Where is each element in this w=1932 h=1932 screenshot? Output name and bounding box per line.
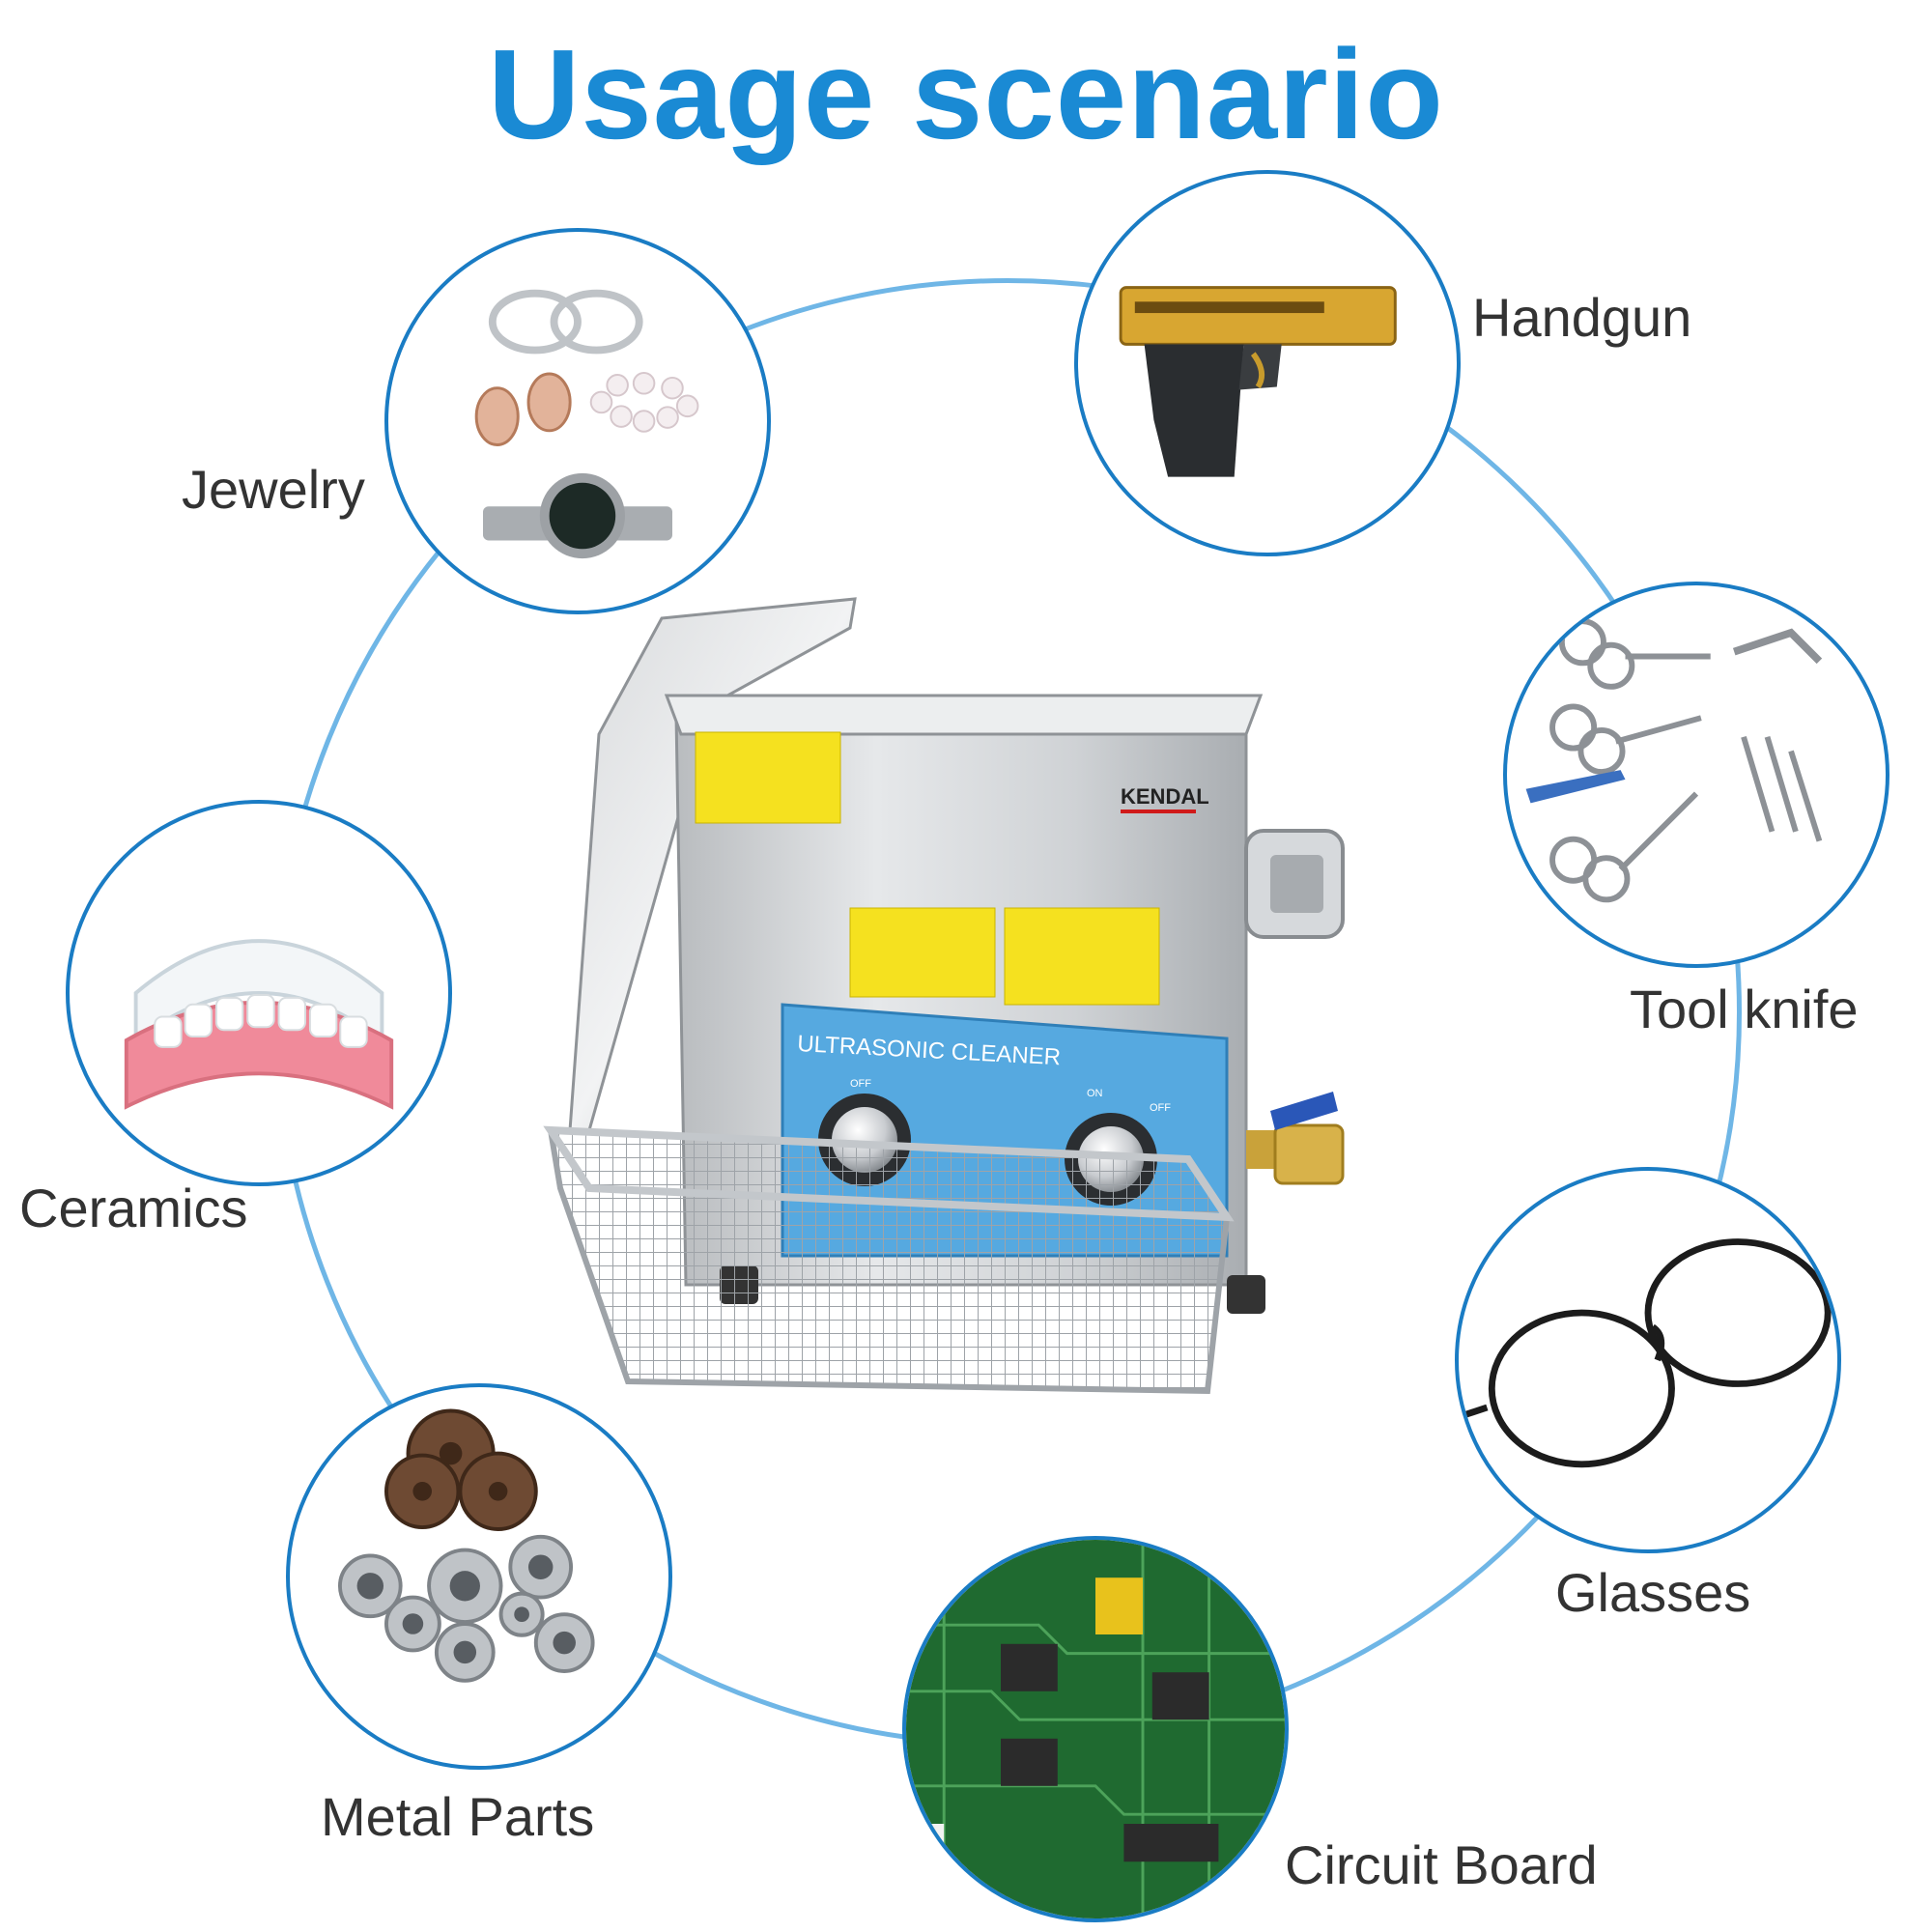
gears-bearings-icon [337,1408,595,1683]
glasses-icon [1459,1238,1837,1468]
ultrasonic-cleaner-icon: KENDAL ULTRASONIC CLEANER OFF ON OFF [543,597,1345,1395]
label-handgun: Handgun [1472,287,1692,348]
label-circuit-board: Circuit Board [1285,1834,1598,1895]
brand-label: KENDAL [1121,784,1209,809]
scenario-circle-metal-parts [286,1383,672,1770]
circuit-board-icon [906,1540,1285,1918]
label-jewelry: Jewelry [182,459,365,520]
tools-icon [1525,618,1823,903]
knob-left-off-label: OFF [850,1078,871,1090]
label-ceramics: Ceramics [19,1178,248,1238]
handgun-icon [1119,286,1397,477]
ultrasonic-cleaner-image: KENDAL ULTRASONIC CLEANER OFF ON OFF [531,589,1420,1439]
scenario-circle-ceramics [66,800,452,1186]
scenario-circle-circuit-board [902,1536,1289,1922]
label-tool-knife: Tool knife [1630,979,1859,1039]
knob-right-on-label: ON [1087,1088,1103,1099]
scenario-circle-jewelry [384,228,771,614]
scenario-circle-handgun [1074,170,1461,556]
label-metal-parts: Metal Parts [321,1786,595,1847]
page-title: Usage scenario [488,23,1444,165]
scenario-circle-tools [1503,582,1889,968]
knob-right-off-label: OFF [1150,1102,1171,1114]
dentures-icon [124,939,394,1110]
jewelry-icon [474,289,699,559]
label-glasses: Glasses [1555,1562,1751,1623]
scenario-circle-glasses [1455,1167,1841,1553]
